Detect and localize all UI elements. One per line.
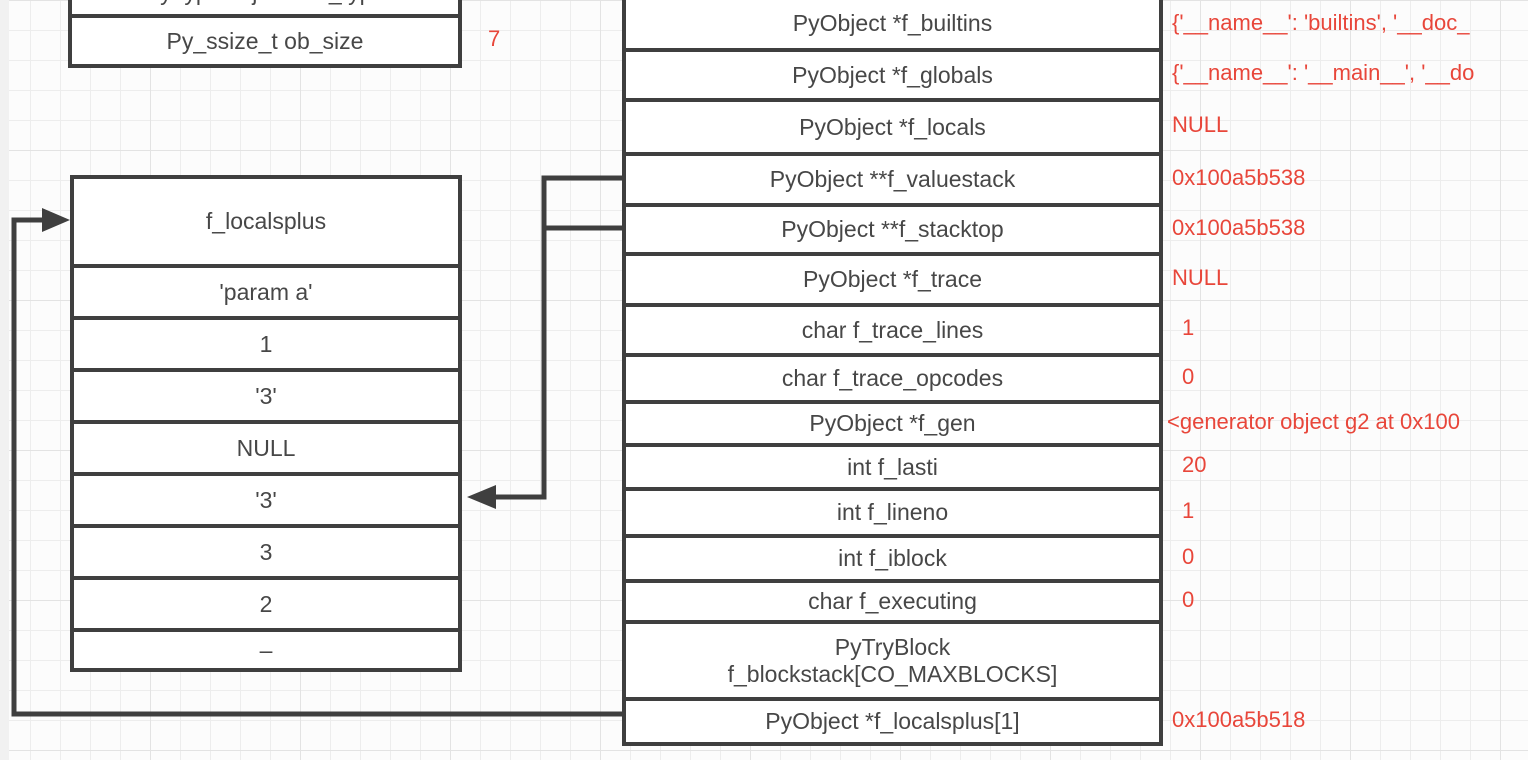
field-value: {'__name__': '__main__', '__do xyxy=(1172,60,1475,85)
field-values-column: {'__name__': 'builtins', '__doc_ {'__nam… xyxy=(1167,0,1528,742)
field-label: int f_lineno xyxy=(836,499,949,526)
field-label: int f_lasti xyxy=(847,453,938,480)
pyframeobject-box: PyObject *f_builtins PyObject *f_globals… xyxy=(622,0,1163,746)
field-label: PyObject **f_valuestack xyxy=(769,166,1016,193)
stack-cell-value: 'param a' xyxy=(219,278,313,305)
field-value: 0x100a5b538 xyxy=(1172,164,1306,190)
field-label: PyTryBlock xyxy=(834,634,951,661)
stack-cell-value: '3' xyxy=(255,486,277,513)
field-value: 0 xyxy=(1182,543,1195,569)
field-value: 0 xyxy=(1182,363,1195,389)
struct-field-row: PyObject *f_builtins xyxy=(626,0,1159,48)
struct-field-row: PyObject *f_localsplus[1] xyxy=(626,697,1159,742)
field-label: PyObject *f_gen xyxy=(809,410,976,437)
stack-cell: '3' xyxy=(74,472,458,524)
stack-cell: NULL xyxy=(74,420,458,472)
field-label: PyObject *f_builtins xyxy=(792,9,993,36)
field-value: 0x100a5b538 xyxy=(1172,214,1306,240)
field-label-ob-type: PyTypeObject *ob_type xyxy=(145,0,385,5)
stack-cell-value: 2 xyxy=(259,590,273,617)
struct-field-row: int f_iblock xyxy=(626,534,1159,579)
field-value: NULL xyxy=(1172,112,1229,137)
pyvarobject-box: PyTypeObject *ob_type Py_ssize_t ob_size xyxy=(68,0,462,68)
stack-cell-value: NULL xyxy=(236,434,296,461)
struct-field-row: PyObject *f_locals xyxy=(626,98,1159,152)
field-value: 20 xyxy=(1182,452,1207,477)
field-label: PyObject *f_trace xyxy=(803,266,982,293)
field-label: char f_executing xyxy=(808,588,977,615)
field-label-ob-size: Py_ssize_t ob_size xyxy=(166,27,364,54)
stack-cell-value: 3 xyxy=(259,538,273,565)
struct-field-row: Py_ssize_t ob_size xyxy=(72,14,458,64)
field-label: PyObject *f_localsplus[1] xyxy=(765,708,1020,735)
struct-field-row: PyTryBlock f_blockstack[CO_MAXBLOCKS] xyxy=(626,620,1159,697)
field-value: 1 xyxy=(1182,315,1195,340)
field-value: 1 xyxy=(1182,497,1195,523)
field-value: NULL xyxy=(1172,264,1229,290)
stack-cell: 1 xyxy=(74,316,458,368)
struct-field-row: char f_trace_lines xyxy=(626,303,1159,353)
f-localsplus-header: f_localsplus xyxy=(74,179,458,264)
struct-field-row: PyObject *f_trace xyxy=(626,252,1159,303)
f-localsplus-box: f_localsplus 'param a' 1 '3' NULL '3' 3 … xyxy=(70,175,462,672)
struct-field-row: PyObject **f_stacktop xyxy=(626,203,1159,252)
field-label: char f_trace_opcodes xyxy=(781,365,1004,392)
field-value: {'__name__': 'builtins', '__doc_ xyxy=(1172,10,1470,35)
field-label: PyObject *f_globals xyxy=(792,61,993,88)
field-label: PyObject **f_stacktop xyxy=(781,216,1004,243)
canvas-edge-strip xyxy=(0,0,9,760)
stack-cell: 'param a' xyxy=(74,264,458,316)
field-label-line2: f_blockstack[CO_MAXBLOCKS] xyxy=(727,660,1058,687)
struct-field-row: int f_lasti xyxy=(626,443,1159,487)
stack-cell-value: '3' xyxy=(255,382,277,409)
localsplus-pointer-arrowhead-icon xyxy=(42,208,70,232)
field-value: 0x100a5b518 xyxy=(1172,706,1306,732)
stack-cell: '3' xyxy=(74,368,458,420)
ob-size-value: 7 xyxy=(488,26,501,51)
field-label: int f_iblock xyxy=(838,545,947,572)
stack-cell: 3 xyxy=(74,524,458,576)
stack-cell-value: 1 xyxy=(259,330,273,357)
stack-cell-value: – xyxy=(259,636,273,663)
f-localsplus-title: f_localsplus xyxy=(205,208,327,235)
struct-field-row: PyObject *f_globals xyxy=(626,48,1159,98)
field-label: char f_trace_lines xyxy=(801,316,984,343)
stack-cell: – xyxy=(74,628,458,668)
struct-field-row: int f_lineno xyxy=(626,487,1159,534)
struct-field-row: char f_executing xyxy=(626,579,1159,620)
struct-field-row: PyObject **f_valuestack xyxy=(626,152,1159,203)
valuestack-pointer-arrowhead-icon xyxy=(467,485,496,509)
valuestack-pointer-line xyxy=(496,175,624,500)
struct-field-row: PyObject *f_gen xyxy=(626,400,1159,443)
field-label: PyObject *f_locals xyxy=(799,113,986,140)
field-value: <generator object g2 at 0x100 xyxy=(1167,408,1460,434)
struct-field-row: char f_trace_opcodes xyxy=(626,353,1159,400)
stack-cell: 2 xyxy=(74,576,458,628)
struct-field-row: PyTypeObject *ob_type xyxy=(72,0,458,14)
field-value: 0 xyxy=(1182,586,1195,612)
